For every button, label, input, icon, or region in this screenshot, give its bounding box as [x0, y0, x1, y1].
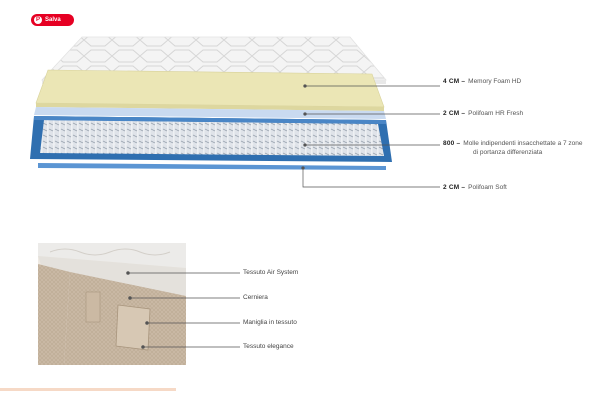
detail-label-cerniera: Cerniera — [243, 294, 268, 301]
detail-label-maniglia: Maniglia in tessuto — [243, 319, 297, 326]
layer-label-springs-line2: di portanza differenziata — [473, 149, 543, 156]
layer-label-memory-foam: 4 CM –Memory Foam HD — [443, 78, 522, 85]
bottom-accent-bar — [0, 388, 176, 391]
mattress-edge-detail-photo — [38, 243, 186, 365]
layer-label-springs: 800 –Molle indipendenti insacchettate a … — [443, 140, 583, 147]
pinterest-icon: P — [34, 16, 42, 24]
layer-label-polifoam-soft: 2 CM –Polifoam Soft — [443, 184, 507, 191]
polifoam-soft-layer — [38, 163, 386, 170]
detail-label-elegance: Tessuto elegance — [243, 343, 294, 350]
save-button-label: Salva — [45, 17, 61, 23]
polifoam-fresh-layer — [34, 107, 386, 119]
layer-label-polifoam-fresh: 2 CM –Polifoam HR Fresh — [443, 110, 524, 117]
detail-label-air-system: Tessuto Air System — [243, 269, 299, 276]
save-button[interactable]: P Salva — [31, 14, 74, 26]
memory-foam-layer — [35, 69, 385, 108]
